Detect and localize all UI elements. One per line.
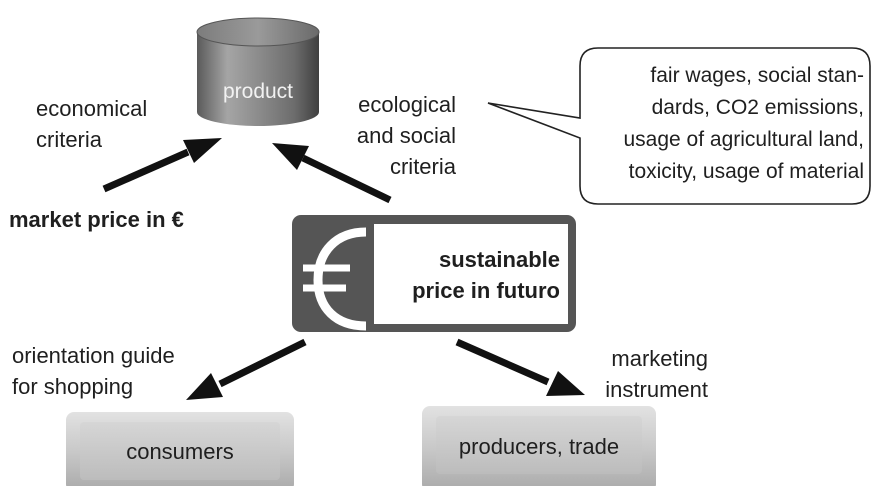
ecological-social-criteria-label: ecological and social criteria — [318, 89, 456, 182]
arrow-to-consumers — [186, 338, 307, 400]
market-price-label: market price in € — [9, 207, 184, 232]
for-shopping-line: for shopping — [12, 374, 134, 399]
arrow-sustainable-to-product — [272, 143, 392, 204]
producers-label: producers, trade — [458, 434, 620, 459]
price-in-futuro-line: price in futuro — [412, 278, 560, 303]
consumers-box — [66, 412, 294, 486]
sustainable-price-text: sustainable price in futuro — [378, 244, 560, 306]
criteria-callout — [487, 47, 871, 205]
consumers-label: consumers — [126, 439, 234, 464]
arrow-to-producers — [455, 338, 585, 396]
orientation-guide-label: orientation guide for shopping — [12, 340, 175, 402]
callout-line-2: dards, CO2 emissions, — [651, 96, 864, 119]
and-social-line: and social — [356, 123, 456, 148]
economical-criteria-label: economical criteria — [36, 93, 147, 155]
callout-text: fair wages, social stan- dards, CO2 emis… — [584, 60, 865, 188]
product-label: product — [222, 80, 294, 103]
arrow-market-to-product — [102, 138, 222, 193]
callout-line-3: usage of agricultural land, — [623, 128, 865, 151]
marketing-instrument-label: marketing instrument — [560, 343, 708, 405]
euro-logo-icon — [303, 227, 367, 331]
economical-line: economical — [36, 96, 148, 121]
criteria-line: criteria — [389, 154, 456, 179]
ecological-line: ecological — [358, 92, 456, 117]
sustainable-line: sustainable — [438, 247, 560, 272]
sustainable-price-box — [292, 215, 576, 332]
orientation-line: orientation guide — [12, 343, 175, 368]
product-cylinder — [196, 17, 320, 126]
instrument-line: instrument — [605, 377, 708, 402]
criteria-line: criteria — [36, 127, 103, 152]
callout-line-1: fair wages, social stan- — [650, 64, 864, 87]
marketing-line: marketing — [611, 346, 708, 371]
producers-box — [422, 406, 656, 486]
callout-line-4: toxicity, usage of material — [628, 160, 864, 183]
